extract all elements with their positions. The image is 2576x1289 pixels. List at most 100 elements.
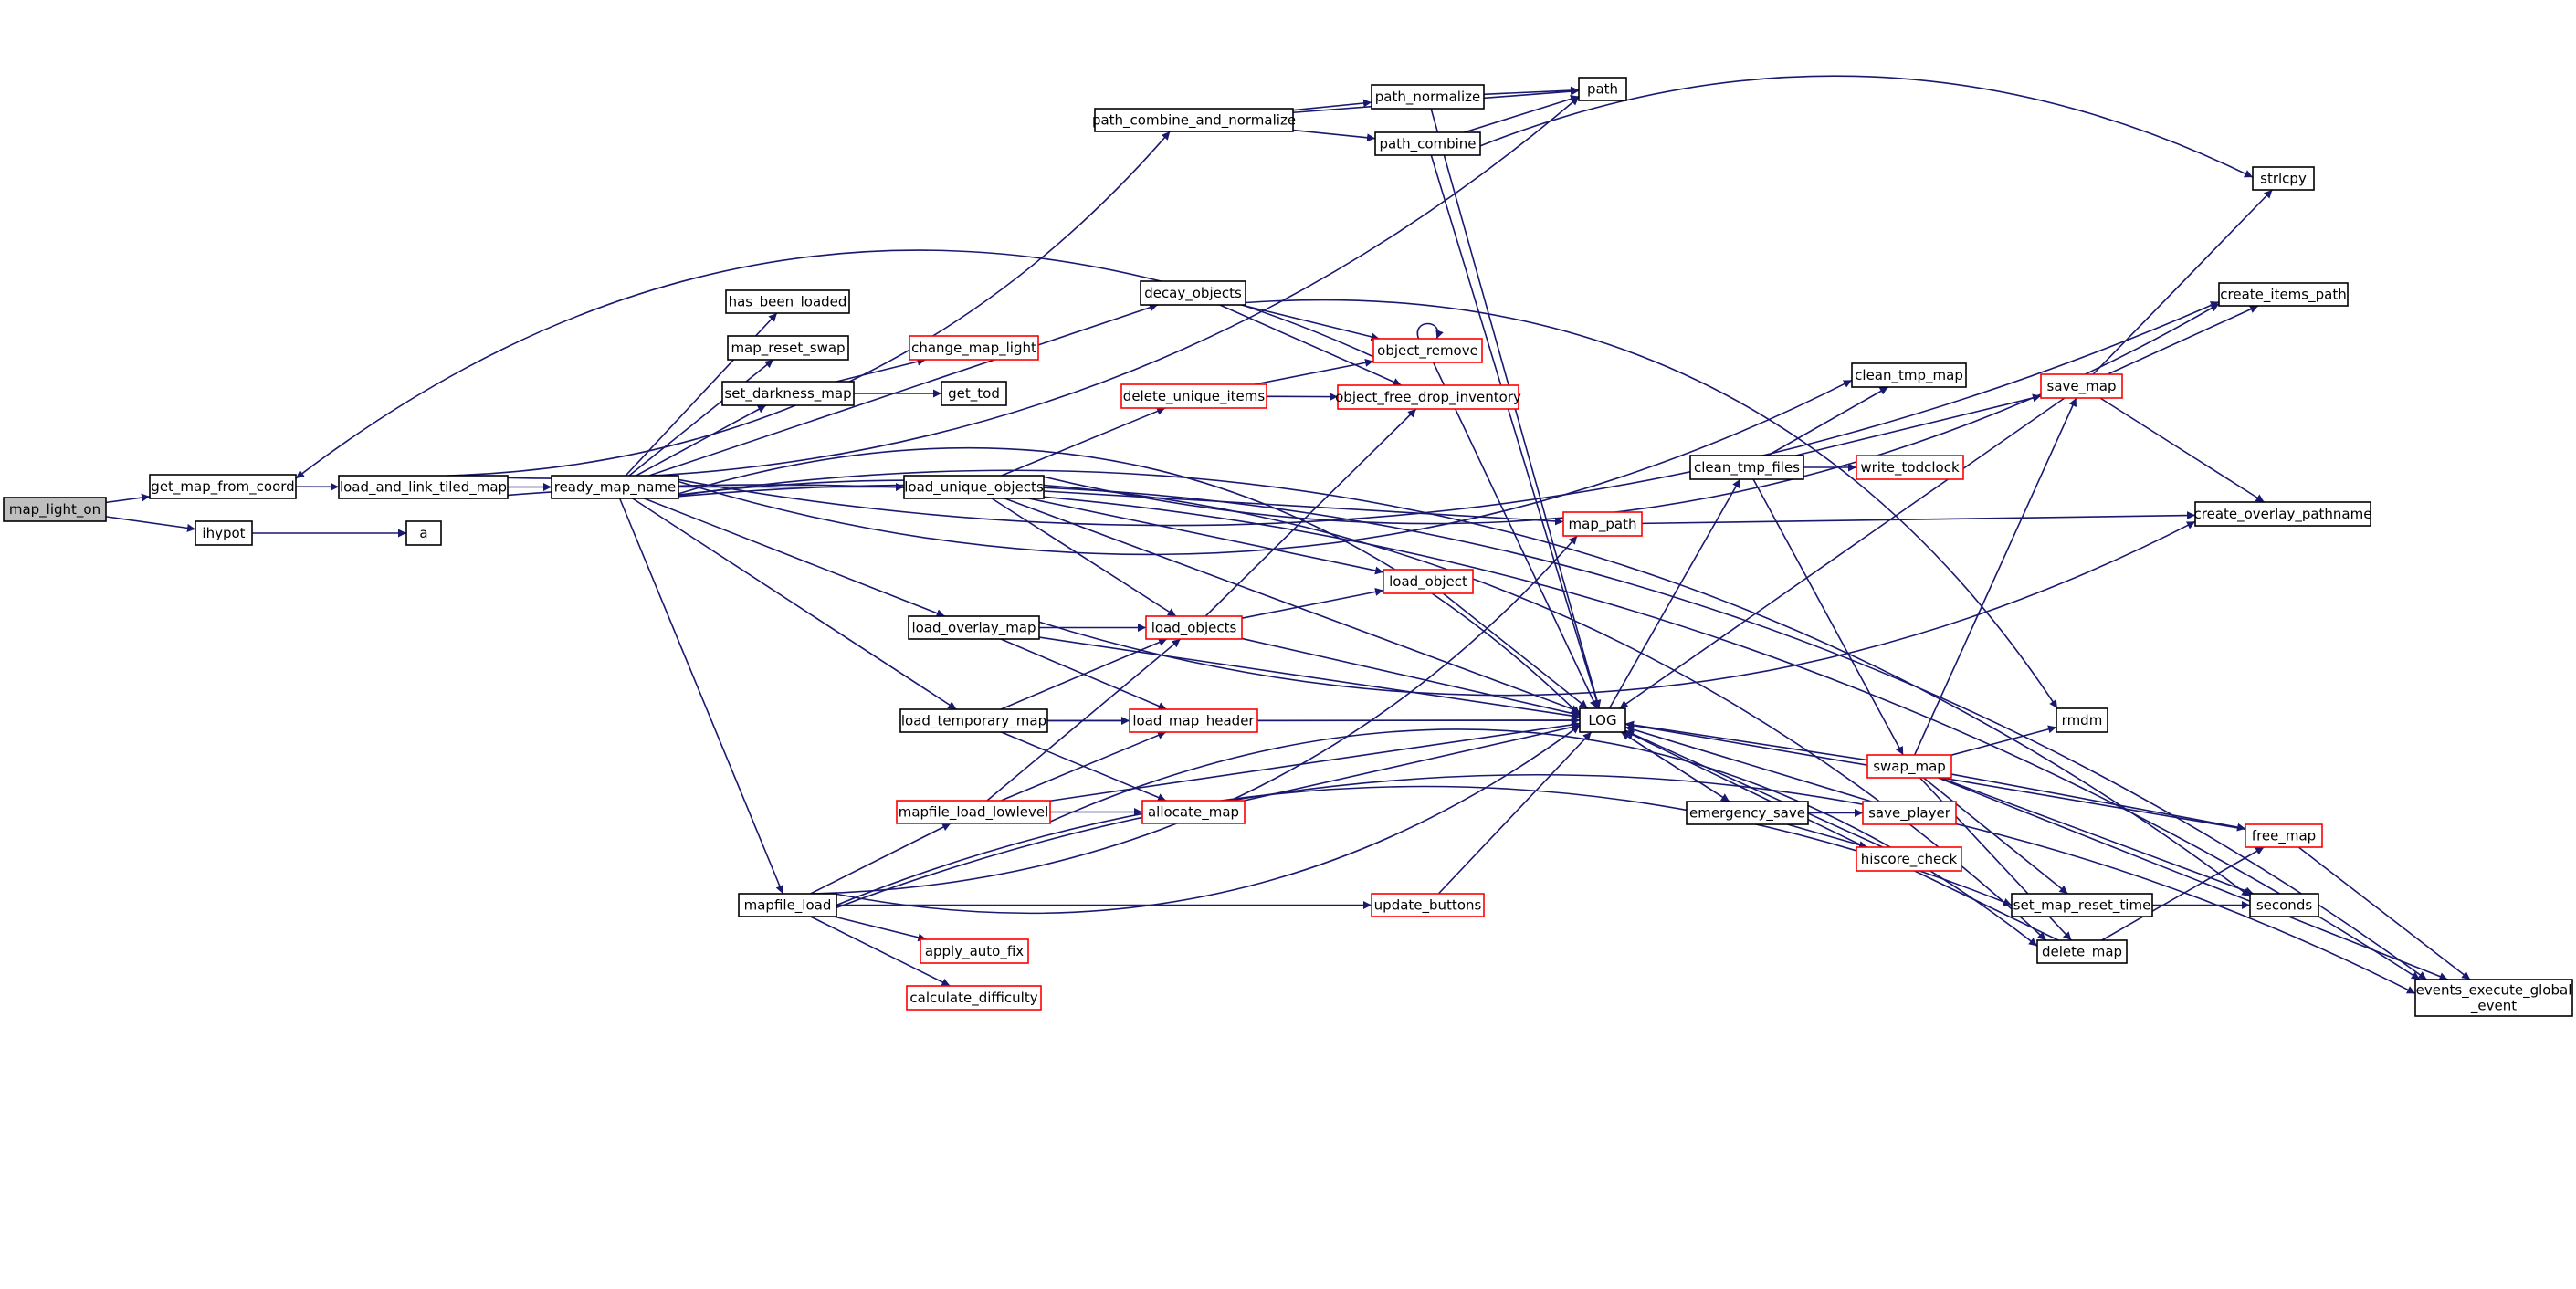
node-label: free_map: [2252, 828, 2316, 845]
node-events_execute_global_event[interactable]: events_execute_global_event: [2414, 979, 2573, 1017]
node-create_overlay_pathname[interactable]: create_overlay_pathname: [2194, 501, 2372, 527]
node-strlcpy[interactable]: strlcpy: [2252, 166, 2315, 191]
node-box: [405, 520, 442, 546]
node-write_todclock[interactable]: write_todclock: [1856, 455, 1964, 480]
edge-load_temporary_map-to-load_objects: [1000, 638, 1168, 710]
node-ihypot[interactable]: ihypot: [195, 520, 253, 546]
node-label: mapfile_load_lowlevel: [899, 804, 1049, 822]
node-label: LOG: [1588, 712, 1616, 728]
node-load_temporary_map[interactable]: load_temporary_map: [899, 708, 1048, 733]
edge-ready_map_name-to-decay_objects: [648, 303, 1159, 477]
node-load_overlay_map[interactable]: load_overlay_map: [908, 615, 1040, 640]
node-label: save_map: [2047, 378, 2117, 395]
edge-ready_map_name-to-seconds: [660, 469, 2251, 897]
node-clean_tmp_map[interactable]: clean_tmp_map: [1851, 362, 1967, 388]
node-save_player[interactable]: save_player: [1862, 801, 1957, 825]
node-rmdm[interactable]: rmdm: [2056, 707, 2108, 733]
node-box: [2218, 282, 2349, 307]
node-box: [738, 893, 837, 917]
node-path[interactable]: path: [1578, 77, 1627, 101]
node-label: seconds: [2256, 897, 2312, 914]
node-save_map[interactable]: save_map: [2040, 373, 2123, 399]
node-calculate_difficulty[interactable]: calculate_difficulty: [906, 985, 1042, 1011]
node-object_remove[interactable]: object_remove: [1372, 338, 1483, 363]
node-emergency_save[interactable]: emergency_save: [1686, 801, 1809, 825]
node-update_buttons[interactable]: update_buttons: [1371, 893, 1485, 917]
node-box: [1689, 455, 1804, 480]
node-path_combine_and_normalize[interactable]: path_combine_and_normalize: [1092, 108, 1296, 132]
node-load_objects[interactable]: load_objects: [1145, 615, 1243, 640]
node-a[interactable]: a: [405, 520, 442, 546]
edge-delete_map-to-free_map: [2101, 846, 2265, 941]
node-delete_unique_items[interactable]: delete_unique_items: [1120, 383, 1267, 409]
node-box: [2414, 979, 2573, 1017]
node-path_combine[interactable]: path_combine: [1374, 131, 1481, 156]
edge-swap_map-to-free_map: [1950, 773, 2246, 832]
edge-path_combine_and_normalize-to-path_normalize: [1292, 99, 1372, 111]
node-box: [1383, 569, 1474, 594]
node-label: strlcpy: [2260, 171, 2307, 187]
node-has_been_loaded[interactable]: has_been_loaded: [725, 289, 850, 314]
node-label: change_map_light: [911, 340, 1036, 357]
node-swap_map[interactable]: swap_map: [1866, 754, 1952, 779]
node-object_free_drop_inventory[interactable]: object_free_drop_inventory: [1335, 384, 1521, 410]
node-change_map_light[interactable]: change_map_light: [909, 335, 1039, 361]
edge-save_map-to-strlcpy: [2092, 189, 2273, 375]
node-box: [1371, 893, 1485, 917]
node-apply_auto_fix[interactable]: apply_auto_fix: [920, 938, 1029, 964]
node-load_and_link_tiled_map[interactable]: load_and_link_tiled_map: [338, 475, 509, 499]
node-get_tod[interactable]: get_tod: [941, 381, 1007, 406]
node-label: get_map_from_coord: [151, 478, 294, 496]
node-box: [149, 474, 297, 499]
edge-map_light_on-to-ihypot: [105, 516, 196, 532]
node-box: [727, 335, 849, 361]
edge-map_path-to-create_overlay_pathname: [1641, 511, 2196, 525]
node-delete_map[interactable]: delete_map: [2036, 939, 2128, 964]
node-path_normalize[interactable]: path_normalize: [1371, 84, 1485, 110]
node-set_darkness_map[interactable]: set_darkness_map: [721, 381, 855, 406]
edge-clean_tmp_files-to-swap_map: [1752, 478, 1904, 756]
node-ready_map_name[interactable]: ready_map_name: [551, 475, 679, 499]
node-box: [1562, 511, 1643, 537]
node-seconds[interactable]: seconds: [2249, 893, 2319, 917]
edge-swap_map-to-rmdm: [1950, 725, 2057, 756]
node-allocate_map[interactable]: allocate_map: [1141, 800, 1246, 824]
node-label: decay_objects: [1144, 285, 1242, 302]
node-mapfile_load[interactable]: mapfile_load: [738, 893, 837, 917]
edge-path_normalize-to-path: [1483, 86, 1580, 96]
node-map_path[interactable]: map_path: [1562, 511, 1643, 537]
node-label: set_map_reset_time: [2013, 897, 2151, 915]
node-LOG[interactable]: LOG: [1579, 707, 1626, 733]
node-label: events_execute_global: [2416, 982, 2572, 1000]
node-label: get_tod: [948, 385, 1000, 403]
edge-swap_map-to-save_map: [1913, 397, 2077, 756]
edge-allocate_map-to-LOG: [1244, 723, 1581, 802]
node-load_unique_objects[interactable]: load_unique_objects: [903, 475, 1045, 499]
node-mapfile_load_lowlevel[interactable]: mapfile_load_lowlevel: [896, 800, 1051, 824]
node-box: [2194, 501, 2371, 527]
node-get_map_from_coord[interactable]: get_map_from_coord: [149, 474, 297, 499]
node-load_map_header[interactable]: load_map_header: [1129, 708, 1258, 733]
node-label: load_objects: [1151, 620, 1237, 637]
node-map_reset_swap[interactable]: map_reset_swap: [727, 335, 849, 361]
node-load_object[interactable]: load_object: [1383, 569, 1474, 594]
node-map_light_on[interactable]: map_light_on: [3, 497, 107, 522]
edge-ready_map_name-to-map_reset_swap: [628, 359, 774, 477]
edge-decay_objects-to-object_free_drop_inventory: [1219, 304, 1402, 386]
edge-load_overlay_map-to-create_overlay_pathname: [1038, 520, 2196, 697]
edge-hiscore_check-to-LOG: [1624, 729, 1884, 848]
node-create_items_path[interactable]: create_items_path: [2218, 282, 2349, 307]
node-free_map[interactable]: free_map: [2245, 823, 2323, 848]
node-label: load_temporary_map: [901, 713, 1046, 730]
node-clean_tmp_files[interactable]: clean_tmp_files: [1689, 455, 1804, 480]
node-decay_objects[interactable]: decay_objects: [1140, 280, 1246, 306]
edge-delete_map-to-LOG: [1624, 730, 2059, 941]
node-hiscore_check[interactable]: hiscore_check: [1856, 846, 1962, 872]
edge-ready_map_name-to-load_overlay_map: [644, 498, 945, 617]
node-set_map_reset_time[interactable]: set_map_reset_time: [2011, 893, 2153, 917]
node-label: create_items_path: [2220, 287, 2346, 304]
node-label: load_unique_objects: [904, 479, 1044, 497]
edge-clean_tmp_files-to-clean_tmp_map: [1767, 386, 1889, 456]
node-label: object_free_drop_inventory: [1335, 389, 1521, 406]
